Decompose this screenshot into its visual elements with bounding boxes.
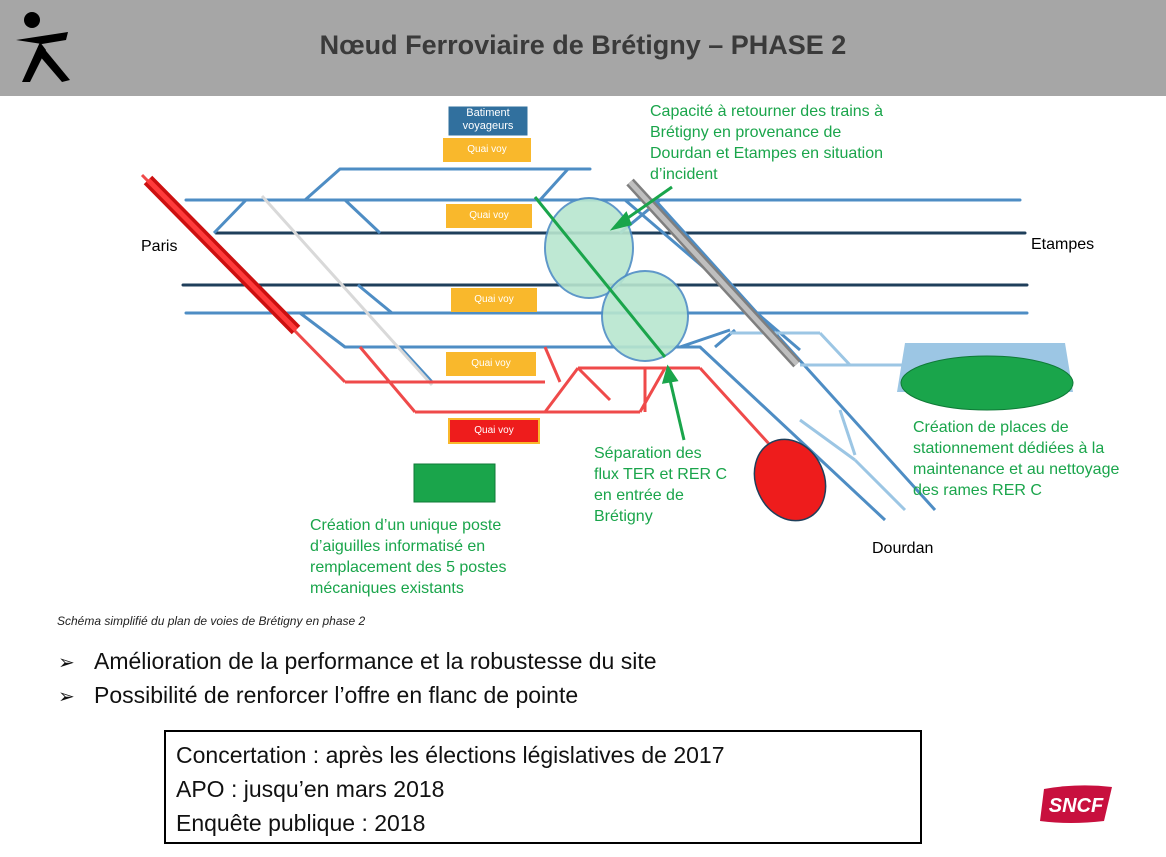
sncf-logo: SNCF [1040, 785, 1112, 823]
note-capacite: Capacité à retourner des trains à Brétig… [650, 103, 884, 183]
note-creation-poste: Création d’un unique poste d’aiguilles i… [310, 517, 507, 597]
note-creation-places: Création de places de stationnement dédi… [913, 419, 1120, 499]
schedule-box: Concertation : après les élections légis… [164, 730, 922, 844]
platform-5-red [448, 418, 540, 444]
place-dourdan: Dourdan [872, 540, 934, 557]
zone-circle-lower [601, 270, 689, 362]
platform-1-label: Quai voy [467, 144, 507, 155]
bullet-list: ➢Amélioration de la performance et la ro… [58, 646, 657, 714]
transilien-figure-logo [16, 12, 70, 82]
zone-circle-upper [544, 197, 634, 299]
platform-1 [443, 138, 531, 162]
bullet-item: ➢Amélioration de la performance et la ro… [58, 646, 657, 680]
bullet-item: ➢Possibilité de renforcer l’offre en fla… [58, 680, 657, 714]
schedule-enquete: Enquête publique : 2018 [176, 810, 426, 836]
annotation-arrows [609, 185, 686, 441]
building-voyageurs [447, 105, 529, 137]
svg-text:SNCF: SNCF [1049, 795, 1104, 817]
grey-track [260, 194, 434, 387]
signal-box-green [413, 463, 496, 503]
depot-green-oval [900, 355, 1074, 411]
platform-4-label: Quai voy [471, 358, 511, 369]
schedule-concertation: Concertation : après les élections légis… [176, 742, 725, 768]
schedule-apo: APO : jusqu’en mars 2018 [176, 776, 445, 802]
arrow-bullet-icon: ➢ [58, 686, 75, 708]
platform-3-label: Quai voy [474, 294, 514, 305]
place-etampes: Etampes [1031, 236, 1095, 253]
diagram-caption: Schéma simplifié du plan de voies de Bré… [57, 614, 366, 628]
page-title: Nœud Ferroviaire de Brétigny – PHASE 2 [319, 30, 847, 60]
building-label: Batiment voyageurs [462, 107, 514, 132]
green-track [533, 196, 667, 358]
platform-4 [446, 352, 536, 376]
platform-2-label: Quai voy [469, 210, 509, 221]
platform-5-label: Quai voy [474, 425, 514, 436]
arrow-bullet-icon: ➢ [58, 652, 75, 674]
platform-2 [446, 204, 532, 228]
note-separation: Séparation des flux TER et RER C en entr… [594, 445, 728, 525]
place-paris: Paris [141, 238, 178, 255]
platform-3 [451, 288, 537, 312]
track-diagram [140, 105, 1074, 522]
red-oval [753, 438, 827, 522]
header-bar: Nœud Ferroviaire de Brétigny – PHASE 2 [0, 0, 1166, 96]
